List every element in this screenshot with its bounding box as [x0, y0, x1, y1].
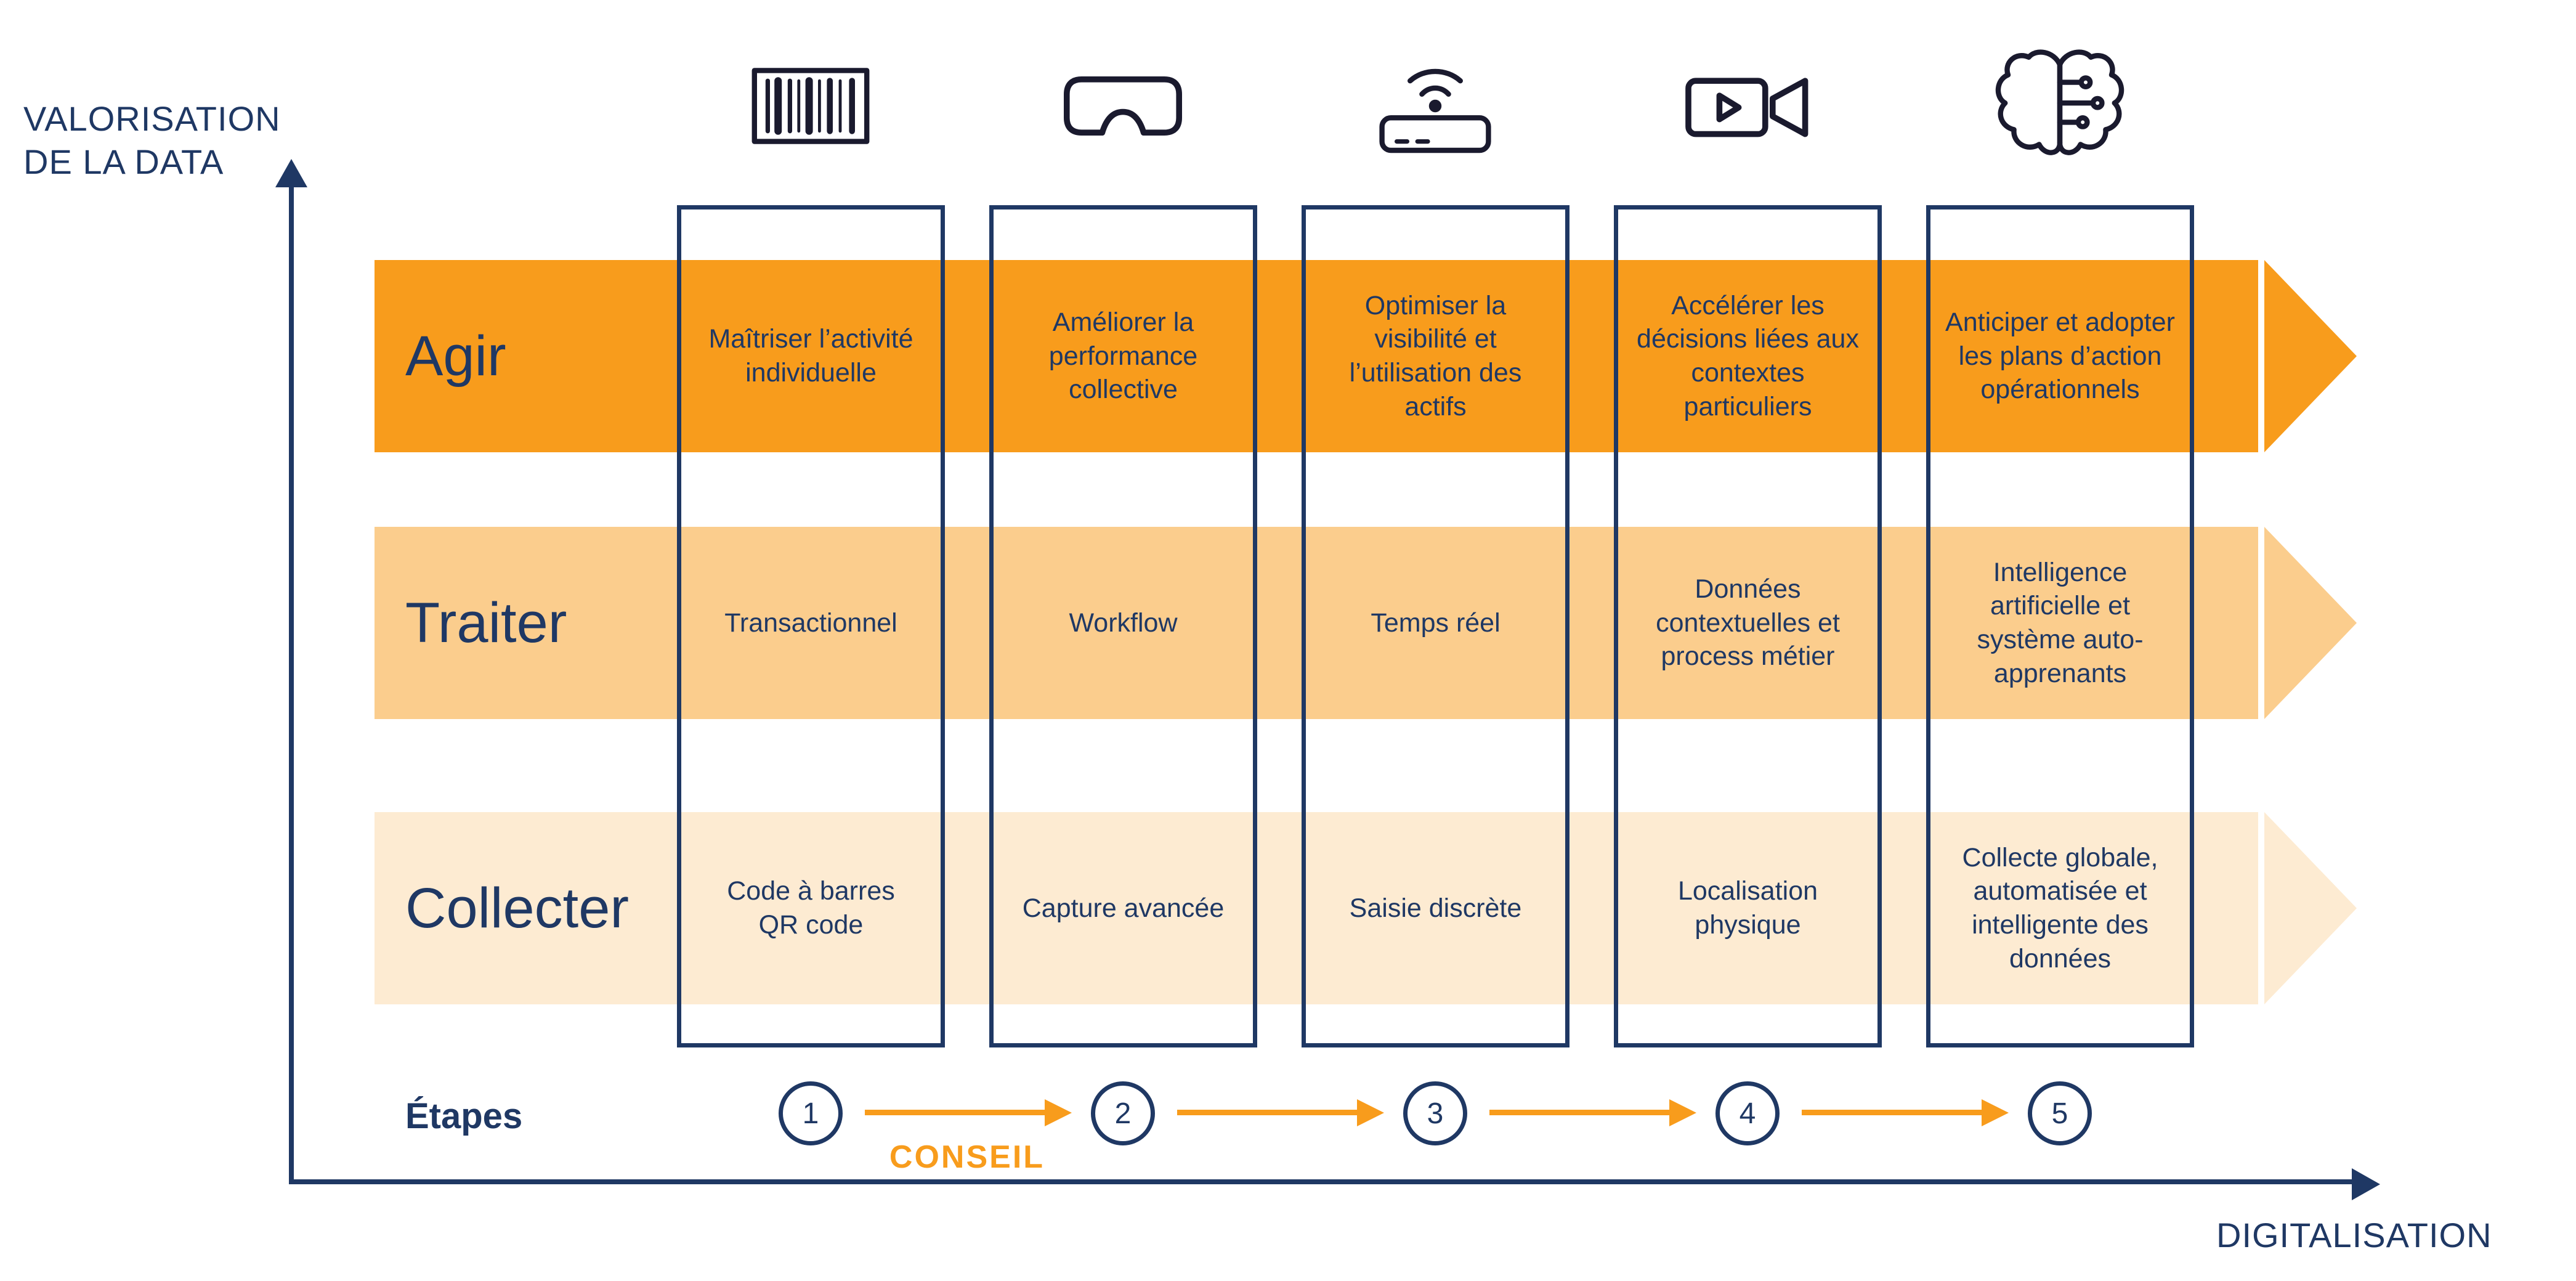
- wifi-router-icon: [1361, 32, 1509, 180]
- y-axis: [289, 186, 294, 1184]
- y-axis-label-line1: VALORISATION: [23, 99, 281, 138]
- cell-traiter-5: Intelligence artificielle et système aut…: [1977, 557, 2144, 688]
- video-camera-icon: [1674, 32, 1821, 180]
- step-circle-4: 4: [1715, 1081, 1780, 1145]
- band-agir-arrow-icon: [2264, 260, 2357, 452]
- conseil-annotation: CONSEIL: [889, 1139, 1045, 1175]
- cell-collecter-4: Localisation physique: [1677, 876, 1818, 940]
- step-arrow-1-head-icon: [1045, 1099, 1072, 1126]
- cell-agir-5: Anticiper et adopter les plans d’action …: [1945, 307, 2175, 405]
- cell-collecter-2: Capture avancée: [1022, 893, 1225, 923]
- cell-traiter-3: Temps réel: [1371, 608, 1501, 638]
- x-axis-label: DIGITALISATION: [2216, 1216, 2492, 1255]
- step-arrow-2: [1177, 1110, 1357, 1115]
- step-arrow-2-head-icon: [1357, 1099, 1384, 1126]
- row-label-traiter: Traiter: [405, 591, 567, 654]
- cell-traiter-2: Workflow: [1069, 608, 1178, 638]
- step-arrow-1: [865, 1110, 1045, 1115]
- cell-traiter-4: Données contextuelles et process métier: [1656, 574, 1840, 672]
- cell-collecter-1: Code à barres QR code: [727, 876, 895, 940]
- y-axis-label: VALORISATION DE LA DATA: [23, 97, 281, 184]
- step-circle-3: 3: [1403, 1081, 1467, 1145]
- band-traiter: [375, 527, 2258, 719]
- step-arrow-4-head-icon: [1982, 1099, 2009, 1126]
- cell-traiter-1: Transactionnel: [724, 608, 897, 638]
- x-axis: [289, 1179, 2354, 1184]
- step-circle-2: 2: [1091, 1081, 1155, 1145]
- column-3-frame: [1302, 205, 1569, 1047]
- step-arrow-3-head-icon: [1669, 1099, 1696, 1126]
- column-1-frame: [677, 205, 945, 1047]
- step-arrow-3: [1489, 1110, 1669, 1115]
- band-collecter: [375, 812, 2258, 1004]
- step-arrow-4: [1802, 1110, 1982, 1115]
- cell-agir-1: Maîtriser l’activité individuelle: [708, 324, 913, 388]
- step-circle-1: 1: [779, 1081, 843, 1145]
- cell-agir-3: Optimiser la visibilité et l’utilisation…: [1349, 290, 1522, 421]
- band-collecter-arrow-icon: [2264, 812, 2357, 1004]
- row-label-collecter: Collecter: [405, 876, 630, 940]
- row-label-agir: Agir: [405, 324, 506, 388]
- step-circle-5: 5: [2028, 1081, 2092, 1145]
- vr-headset-icon: [1049, 32, 1197, 180]
- cell-collecter-5: Collecte globale, automatisée et intelli…: [1962, 842, 2158, 974]
- cell-agir-4: Accélérer les décisions liées aux contex…: [1637, 290, 1859, 421]
- steps-label: Étapes: [405, 1096, 523, 1136]
- band-agir: [375, 260, 2258, 452]
- column-5-frame: [1926, 205, 2194, 1047]
- column-2-frame: [989, 205, 1257, 1047]
- cell-agir-2: Améliorer la performance collective: [1048, 307, 1198, 405]
- cell-collecter-3: Saisie discrète: [1349, 893, 1522, 923]
- column-4-frame: [1614, 205, 1882, 1047]
- band-traiter-arrow-icon: [2264, 527, 2357, 719]
- barcode-icon: [737, 32, 885, 180]
- x-axis-arrow-icon: [2352, 1168, 2380, 1200]
- brain-ai-icon: [1986, 32, 2134, 180]
- y-axis-arrow-icon: [275, 159, 307, 187]
- y-axis-label-line2: DE LA DATA: [23, 142, 224, 181]
